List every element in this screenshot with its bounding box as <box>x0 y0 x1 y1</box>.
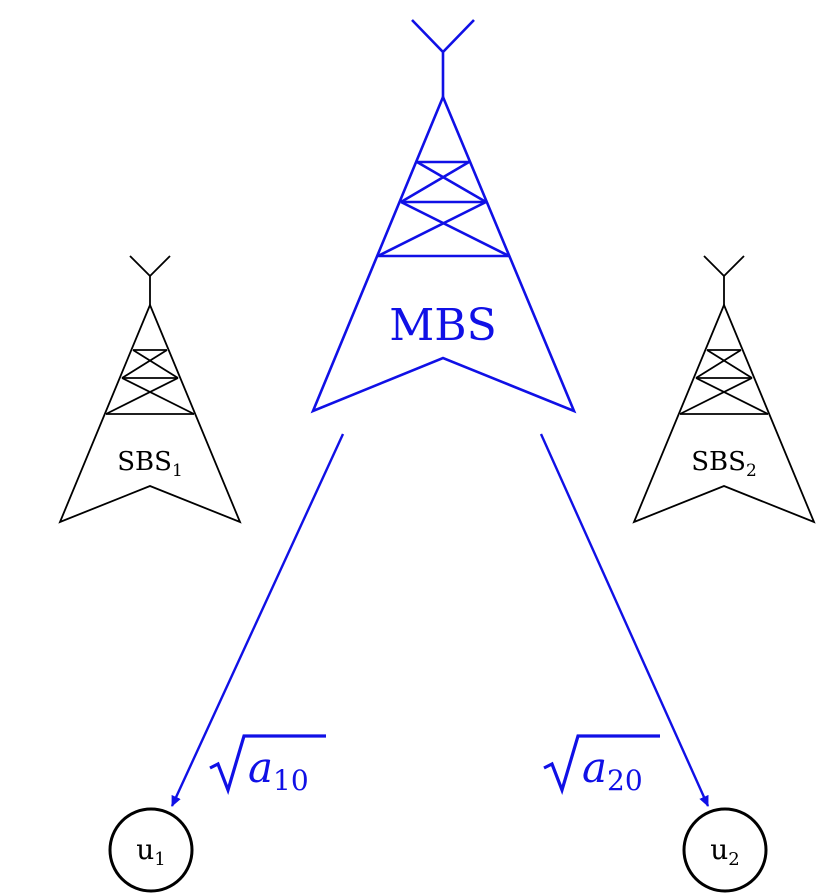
sbs2-body <box>632 302 816 524</box>
mbs-lattice <box>377 160 510 258</box>
mbs-antenna <box>411 19 475 97</box>
sbs1-lattice <box>105 349 195 415</box>
link-label-u2: a20 <box>543 734 660 797</box>
svg-text:a20: a20 <box>582 743 643 797</box>
sqrt-symbol <box>543 734 660 795</box>
svg-text:u2: u2 <box>710 833 740 870</box>
user-u1-circle <box>108 807 194 893</box>
mbs-body <box>310 93 577 414</box>
sbs2-tower <box>632 255 816 524</box>
user-u1: u1 <box>108 807 194 893</box>
sbs1-antenna <box>129 255 171 305</box>
mbs-tower <box>310 19 577 414</box>
link-arrow-u1 <box>170 433 345 807</box>
mbs-label: MBS <box>389 300 497 351</box>
sbs2-antenna <box>703 255 745 305</box>
sbs1-label: SBS1 <box>117 447 183 481</box>
link-label-u1: a10 <box>209 734 326 797</box>
svg-text:a10: a10 <box>248 743 309 797</box>
link-arrow-u2 <box>539 433 710 807</box>
sbs1-body <box>58 302 242 524</box>
user-u2-circle <box>682 807 768 893</box>
sbs1-tower <box>58 255 242 524</box>
svg-text:u1: u1 <box>136 833 166 870</box>
sqrt-symbol <box>209 734 326 795</box>
user-u2: u2 <box>682 807 768 893</box>
sbs2-lattice <box>679 349 769 415</box>
sbs2-label: SBS2 <box>691 447 757 481</box>
